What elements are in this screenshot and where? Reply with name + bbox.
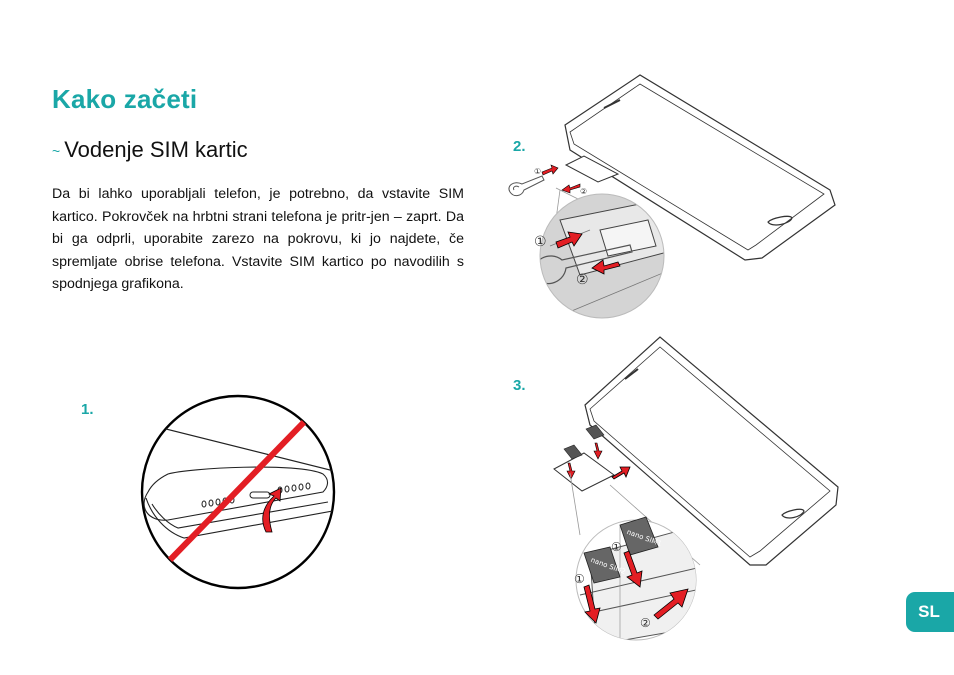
instructions-paragraph: Da bi lahko uporabljali telefon, je potr… bbox=[52, 186, 464, 292]
section-subtitle: ~Vodenje SIM kartic bbox=[52, 137, 248, 163]
pull-arrow-icon bbox=[591, 259, 621, 275]
subtitle-tilde: ~ bbox=[52, 143, 61, 160]
marker-one-sim1: ① bbox=[611, 540, 622, 554]
eject-pin-icon bbox=[508, 175, 545, 197]
nano-sim-card-icon bbox=[563, 424, 605, 460]
subtitle-text: Vodenje SIM kartic bbox=[64, 137, 248, 162]
step-1-label: 1. bbox=[81, 401, 94, 418]
step-2-illustration: ① ② ① ② bbox=[508, 74, 836, 319]
push-tray-arrow-icon bbox=[653, 588, 689, 620]
down-arrow-small-icon-2 bbox=[566, 462, 576, 480]
step-3-label: 3. bbox=[513, 377, 526, 394]
step-1-illustration bbox=[140, 394, 336, 590]
sim-tray-icon bbox=[564, 155, 620, 183]
insert-arrow-icon bbox=[555, 231, 583, 249]
step-2-label: 2. bbox=[513, 138, 526, 155]
marker-two: ② bbox=[576, 272, 589, 288]
marker-one-small: ① bbox=[534, 167, 541, 176]
marker-one: ① bbox=[534, 234, 547, 250]
curved-arrow-icon bbox=[262, 487, 282, 533]
push-arrow-small-icon bbox=[611, 466, 631, 480]
step-3-illustration: nano SIM1 nano SIM2 ① ① ② bbox=[553, 336, 839, 641]
marker-two-small: ② bbox=[580, 187, 587, 196]
insert-sim1-arrow-icon bbox=[623, 550, 643, 588]
insert-sim2-arrow-icon bbox=[583, 584, 601, 624]
page-title: Kako začeti bbox=[52, 84, 198, 114]
cross-out-line bbox=[163, 417, 309, 567]
marker-one-sim2: ① bbox=[574, 572, 585, 586]
zoom-circle bbox=[539, 193, 665, 319]
language-badge: SL bbox=[906, 592, 954, 632]
phone-outline bbox=[584, 336, 839, 566]
marker-two: ② bbox=[640, 616, 651, 630]
down-arrow-small-icon bbox=[593, 442, 603, 460]
pull-arrow-small-icon bbox=[561, 183, 581, 194]
sim-tray-icon bbox=[553, 452, 615, 492]
insert-arrow-small-icon bbox=[541, 164, 559, 176]
